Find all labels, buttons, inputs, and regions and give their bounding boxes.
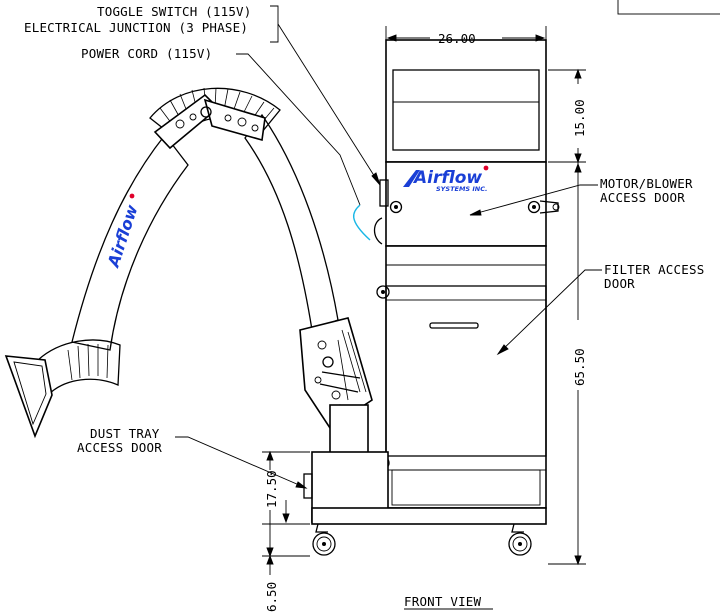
cabinet-logo: Airflow SYSTEMS INC.	[403, 165, 489, 193]
callout-toggle-switch: TOGGLE SWITCH (115V)	[97, 4, 252, 19]
arm-logo-dot	[129, 193, 135, 199]
callout-filter-line1: FILTER ACCESS	[604, 262, 704, 277]
caster-left	[312, 523, 336, 556]
dimension-width: 26.00	[438, 31, 476, 46]
callout-filter-line2: DOOR	[604, 276, 635, 291]
callout-leaders	[175, 5, 602, 489]
filter-door-handle	[429, 322, 479, 329]
dimension-top-height: 15.00	[572, 99, 587, 137]
caster-right	[508, 523, 532, 556]
dimension-base-height: 17.50	[264, 470, 279, 508]
title-block-corner	[617, 0, 720, 15]
arm-logo: Airflow	[103, 202, 142, 271]
dimension-overall-height: 65.50	[572, 348, 587, 386]
callout-motor-blower-line2: ACCESS DOOR	[600, 190, 685, 205]
svg-text:Airflow: Airflow	[412, 168, 482, 188]
callout-electrical-junction: ELECTRICAL JUNCTION (3 PHASE)	[24, 20, 248, 35]
dimension-caster-height: 6.50	[264, 582, 279, 612]
dimension-lines	[262, 26, 586, 575]
extraction-arm: Airflow	[4, 87, 373, 454]
view-title: FRONT VIEW	[404, 594, 482, 609]
callout-dust-tray-line1: DUST TRAY	[90, 426, 160, 441]
callout-power-cord: POWER CORD (115V)	[81, 46, 212, 61]
callout-motor-blower-line1: MOTOR/BLOWER	[600, 176, 693, 191]
callout-dust-tray-line2: ACCESS DOOR	[77, 440, 162, 455]
cabinet: Airflow SYSTEMS INC.	[303, 39, 560, 556]
svg-text:SYSTEMS INC.: SYSTEMS INC.	[436, 185, 487, 193]
